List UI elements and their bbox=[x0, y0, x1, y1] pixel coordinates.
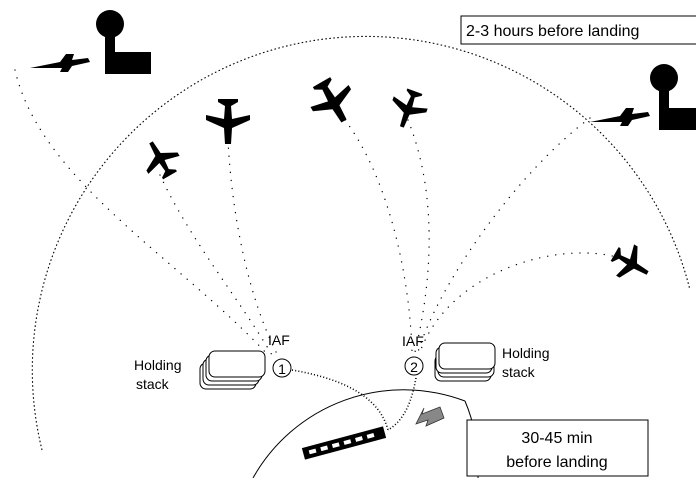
fix-1-label: 1 bbox=[278, 361, 286, 377]
iaf-label-right: IAF bbox=[402, 333, 424, 349]
route-plane-c-to-iaf-2 bbox=[344, 119, 413, 353]
bottom-right-label-box bbox=[466, 419, 649, 477]
route-tower-right-to-iaf-2 bbox=[417, 117, 591, 353]
holding-left-label-line1: Holding bbox=[134, 357, 181, 373]
route-plane-e-to-iaf-2 bbox=[419, 252, 621, 353]
holding-right-label-line1: Holding bbox=[502, 345, 549, 361]
iaf-label-left: IAF bbox=[268, 332, 290, 348]
terminal-area-arc bbox=[252, 389, 466, 479]
holding-stack-right bbox=[434, 342, 496, 382]
top-right-label-box bbox=[460, 15, 696, 45]
airplane-icon bbox=[590, 108, 650, 126]
fix-2-label: 2 bbox=[410, 359, 418, 375]
routes-to-iaf-1 bbox=[14, 69, 277, 356]
arrow-icon bbox=[415, 406, 445, 427]
airplane-icon bbox=[146, 141, 180, 180]
route-tower-left-to-iaf-1 bbox=[14, 69, 269, 356]
outer-airspace-arc bbox=[31, 35, 691, 451]
approach-from-fix-2 bbox=[387, 377, 417, 431]
runway-icon bbox=[301, 426, 387, 460]
holding-right-label-line2: stack bbox=[502, 364, 536, 380]
airplane-icon bbox=[30, 54, 90, 72]
bottom-right-label-line1: 30-45 min bbox=[521, 430, 592, 447]
control-tower-icon bbox=[650, 64, 696, 130]
fix-2-marker bbox=[404, 356, 424, 376]
approach-paths bbox=[291, 369, 417, 431]
fix-1-marker bbox=[272, 358, 292, 378]
approach-from-fix-1 bbox=[291, 369, 389, 431]
route-plane-d-to-iaf-2 bbox=[407, 119, 430, 353]
route-plane-a-to-iaf-1 bbox=[159, 174, 273, 356]
airplane-icon bbox=[610, 244, 649, 278]
airplane-icon bbox=[310, 77, 352, 123]
routes-to-iaf-2 bbox=[344, 117, 621, 353]
control-tower-icon bbox=[96, 10, 151, 74]
holding-stack-left bbox=[199, 350, 266, 390]
holding-left-label-line2: stack bbox=[136, 376, 170, 392]
route-plane-b-to-iaf-1 bbox=[227, 139, 277, 353]
bottom-right-label-line2: before landing bbox=[506, 454, 607, 471]
airplane-icon bbox=[392, 88, 428, 128]
airplane-icon bbox=[206, 99, 250, 144]
top-right-label: 2-3 hours before landing bbox=[466, 23, 639, 40]
